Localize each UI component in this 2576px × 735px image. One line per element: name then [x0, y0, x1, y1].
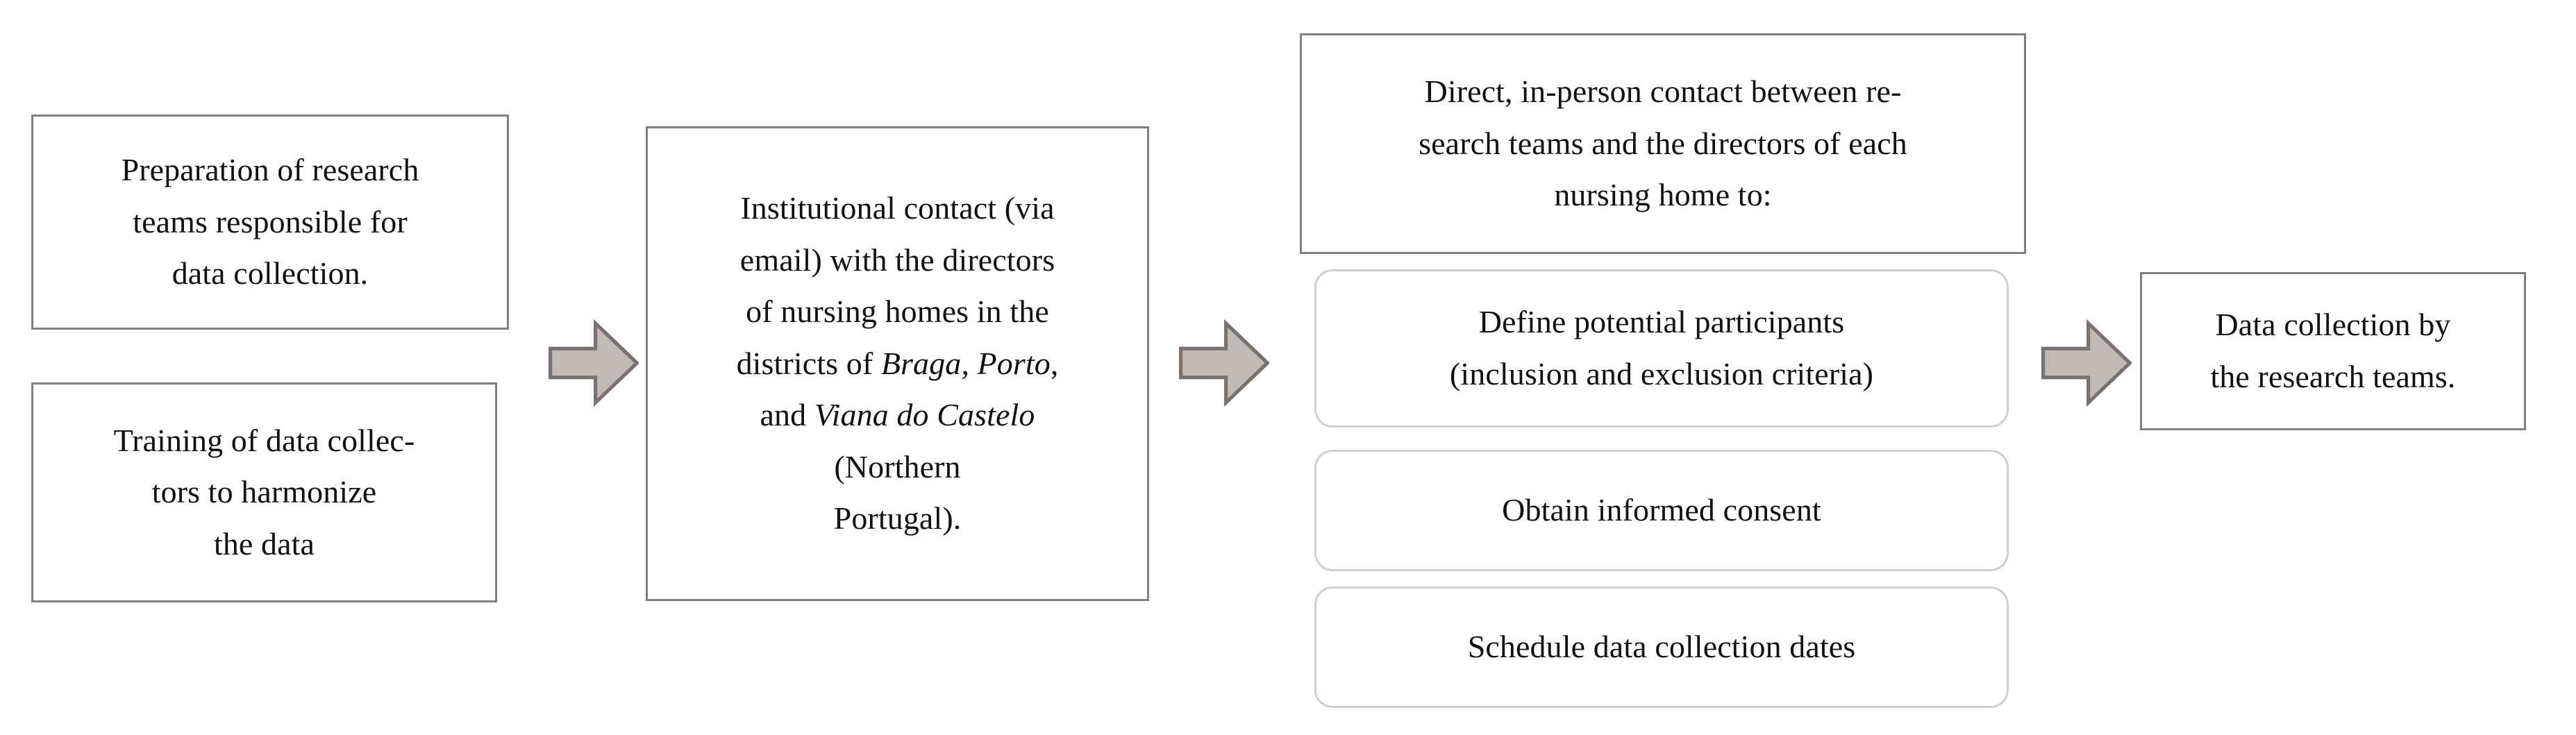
right-block-arrow-icon	[549, 318, 639, 408]
node-training-label: Training of data collec- tors to harmoni…	[113, 422, 415, 561]
node-obtain-informed-consent: Obtain informed consent	[1314, 450, 2009, 571]
node-obtain-consent-label: Obtain informed consent	[1502, 492, 1821, 528]
district-viana-do-castelo: Viana do Castelo	[814, 397, 1035, 433]
node-direct-contact-label: Direct, in-person contact between re- se…	[1419, 74, 1907, 213]
node-define-participants-label: Define potential participants (inclusion…	[1449, 304, 1874, 391]
node-data-collection-label: Data collection by the research teams.	[2210, 307, 2456, 394]
right-block-arrow-icon	[2041, 318, 2132, 408]
node-schedule-dates-label: Schedule data collection dates	[1467, 629, 1856, 665]
node-direct-in-person-contact: Direct, in-person contact between re- se…	[1300, 33, 2026, 254]
node-preparation-of-research-teams: Preparation of research teams responsibl…	[31, 115, 509, 330]
node-schedule-data-collection-dates: Schedule data collection dates	[1314, 586, 2009, 708]
district-sep: ,	[961, 345, 978, 381]
district-porto: Porto	[977, 345, 1051, 381]
contact-line-4: districts of Braga, Porto,	[736, 345, 1059, 381]
node-institutional-contact: Institutional contact (via email) with t…	[646, 126, 1149, 601]
contact-line-5: and Viana do Castelo	[760, 397, 1035, 433]
node-preparation-label: Preparation of research teams responsibl…	[121, 152, 419, 292]
node-institutional-contact-label: Institutional contact (via email) with t…	[736, 190, 1059, 537]
node-training-of-data-collectors: Training of data collec- tors to harmoni…	[31, 382, 497, 602]
node-data-collection-by-research-teams: Data collection by the research teams.	[2140, 272, 2526, 430]
right-block-arrow-icon	[1179, 318, 1269, 408]
node-define-potential-participants: Define potential participants (inclusion…	[1314, 269, 2009, 428]
district-braga-porto: Braga	[880, 345, 962, 381]
